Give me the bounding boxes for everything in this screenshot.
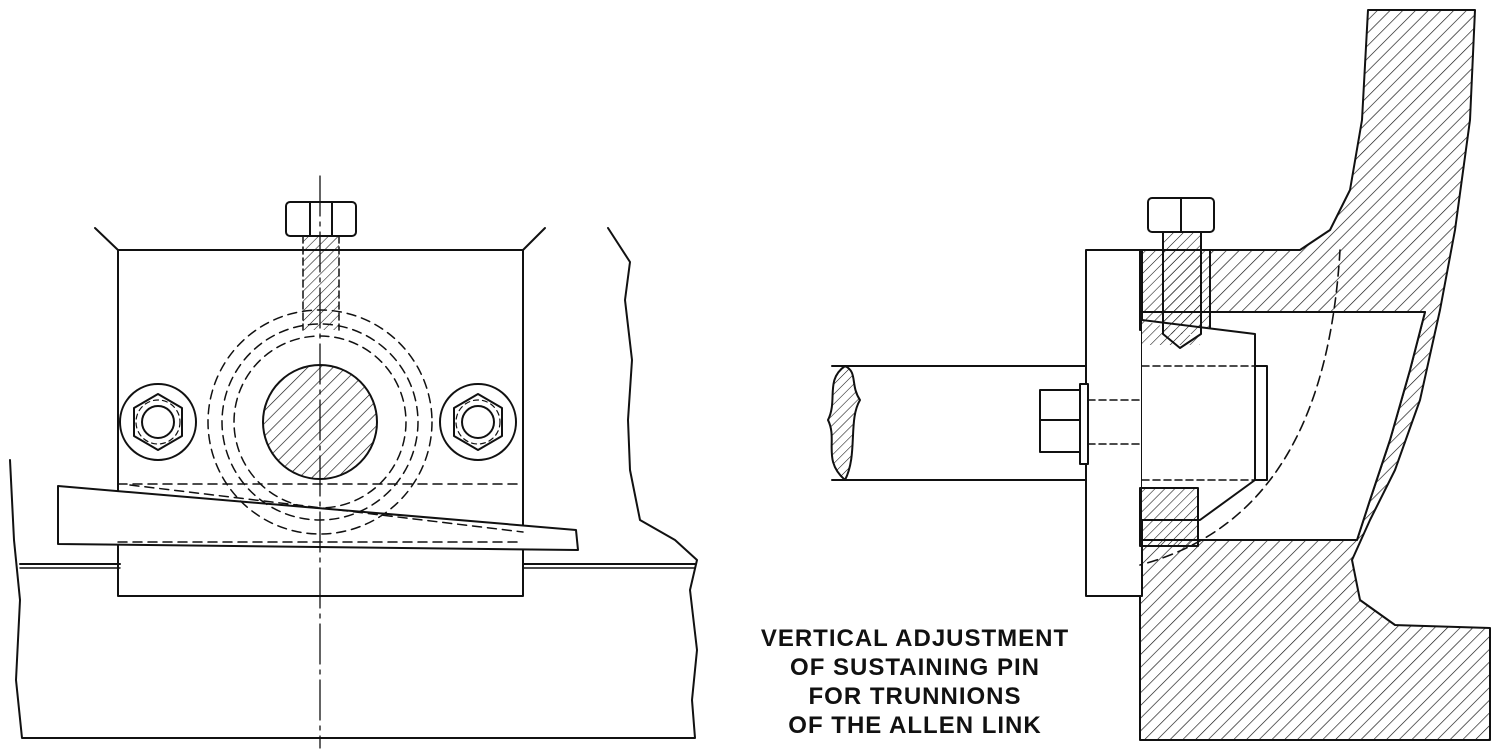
- bolt-right: [439, 383, 517, 461]
- bolt-left: [119, 383, 197, 461]
- pin-shaft: [831, 365, 1087, 481]
- caption-line-4: OF THE ALLEN LINK: [788, 712, 1042, 739]
- shaft-broken-end: [827, 365, 861, 481]
- side-section-view: [827, 9, 1491, 741]
- housing-section: [1139, 9, 1491, 741]
- caption-line-1: VERTICAL ADJUSTMENT: [760, 625, 1070, 652]
- face-plate: [1085, 249, 1143, 597]
- block-flare-left: [94, 227, 119, 251]
- set-screw: [285, 201, 357, 331]
- figure-caption: VERTICAL ADJUSTMENT OF SUSTAINING PIN FO…: [700, 624, 1130, 740]
- set-screw-side: [1147, 197, 1215, 349]
- block-flare-right: [522, 227, 546, 251]
- adjusting-wedge: [57, 485, 579, 551]
- caption-line-2: OF SUSTAINING PIN: [790, 654, 1040, 681]
- frame-outline: [9, 227, 698, 739]
- caption-line-3: FOR TRUNNIONS: [808, 683, 1022, 710]
- front-elevation-view: [9, 175, 698, 749]
- swing-arc: [1139, 249, 1341, 566]
